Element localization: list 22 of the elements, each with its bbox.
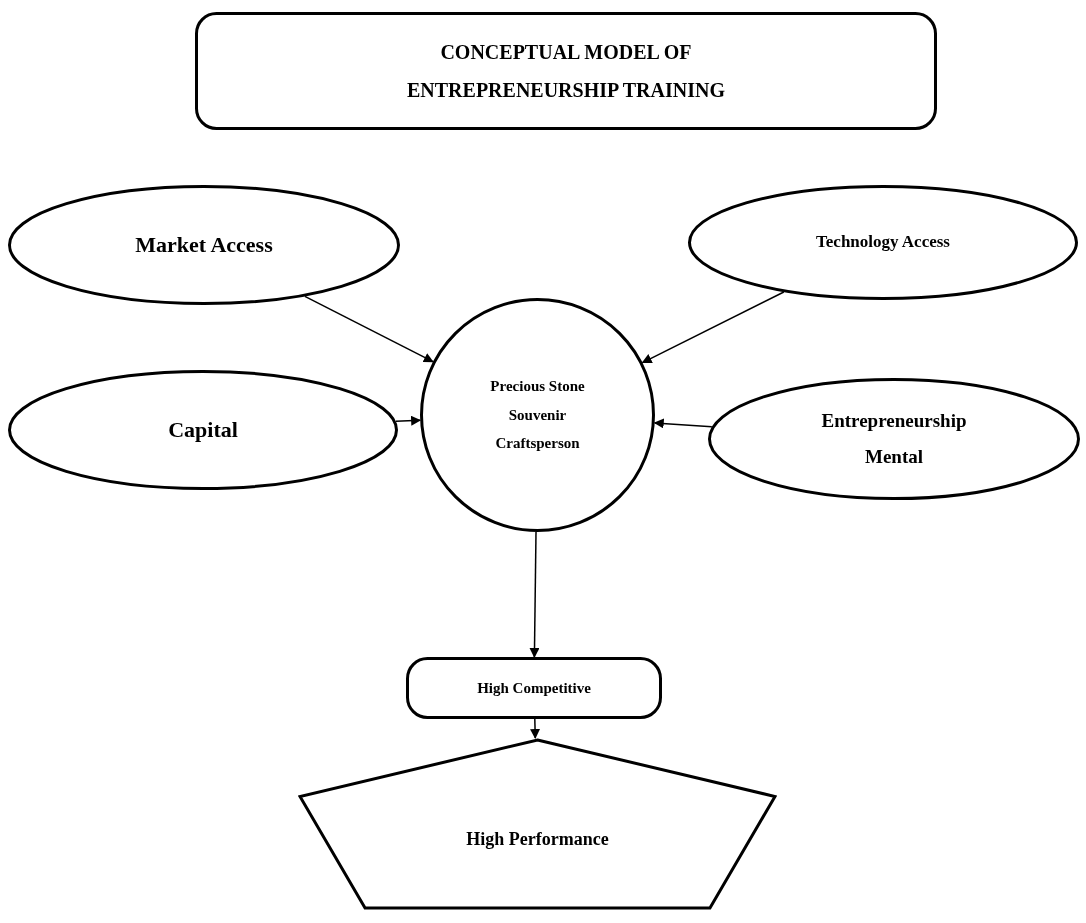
rounded-box [406, 657, 662, 719]
oval-node [708, 378, 1080, 500]
node-label: Capital [168, 416, 238, 445]
node-label: High Performance [466, 827, 609, 851]
node-label: High Competitive [477, 678, 591, 698]
arrow [304, 295, 434, 363]
node-label: Technology Access [816, 231, 950, 254]
arrow [641, 291, 785, 364]
node-label: Precious Stone Souvenir Craftsperson [489, 377, 586, 454]
arrow [530, 718, 541, 739]
pentagon-node [298, 738, 777, 910]
oval-node [688, 185, 1078, 300]
rounded-box [195, 12, 937, 130]
arrow [395, 415, 422, 426]
node-label: CONCEPTUAL MODEL OF ENTREPRENEURSHIP TRAINING [406, 40, 726, 103]
oval-node [420, 298, 655, 532]
node-label: Market Access [135, 231, 273, 260]
node-label: Entrepreneurship Mental [820, 408, 968, 469]
oval-node [8, 185, 400, 305]
arrow [529, 531, 540, 658]
oval-node [8, 370, 398, 490]
arrow [653, 418, 713, 429]
